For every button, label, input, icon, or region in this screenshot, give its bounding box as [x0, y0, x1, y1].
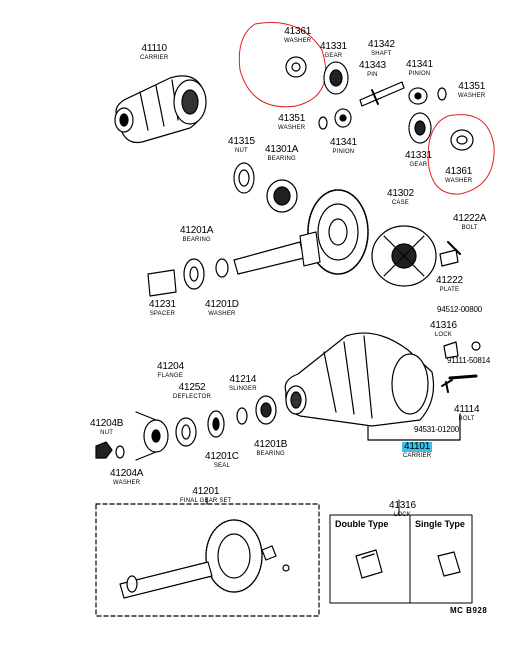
reference-code: MC B928 — [450, 606, 488, 615]
pinion-41341-left-drawing — [334, 108, 352, 128]
double-lock-drawing — [355, 549, 383, 579]
pinion-41341-right-drawing — [408, 87, 428, 105]
final-gear-set-drawing — [119, 519, 290, 599]
carrier-41110-drawing — [114, 75, 207, 144]
washer-41351-left-drawing — [318, 116, 328, 130]
bearing-41301A-drawing — [266, 179, 298, 213]
washer-41361-top-drawing — [285, 56, 307, 78]
part-label-94512-00800: 94512-00800 — [437, 305, 482, 314]
highlight-circle-right — [427, 114, 495, 195]
pin-41343-drawing — [371, 89, 379, 105]
slinger-41214-drawing — [236, 407, 248, 425]
spacer-41231-drawing — [147, 269, 177, 297]
nut-41315-drawing — [233, 162, 255, 194]
bearing-41201B-drawing — [255, 395, 277, 425]
inset-single-type-label: Single Type — [415, 519, 465, 529]
bolt-91111-50814-drawing — [441, 379, 453, 393]
seal-41201C-drawing — [207, 410, 225, 438]
nut-41204B-drawing — [95, 441, 113, 459]
flange-41204-drawing — [135, 411, 169, 461]
highlight-circle-top — [238, 21, 327, 108]
part-label-94531-01200: 94531-01200 — [414, 425, 459, 434]
bolt-94512-00800-drawing — [471, 341, 481, 351]
pinion-shaft-41342-drawing — [359, 81, 405, 107]
bearing-41201A-drawing — [183, 258, 205, 290]
single-lock-drawing — [437, 551, 461, 577]
washer-41361-right-drawing — [450, 129, 474, 151]
ring-gear-and-pinion-drawing — [233, 189, 369, 275]
lock-type-box — [329, 514, 473, 604]
diff-case-41302-drawing — [371, 225, 437, 287]
inset-double-type-label: Double Type — [335, 519, 389, 529]
lock-41316-drawing — [443, 341, 459, 359]
washer-41204A-drawing — [115, 445, 125, 459]
bolt-41222A-drawing — [447, 241, 461, 255]
part-label-91111-50814: 91111-50814 — [447, 356, 491, 365]
side-gear-41331-top-drawing — [323, 61, 349, 95]
carrier-41101-drawing — [284, 332, 461, 441]
plate-41222-drawing — [439, 249, 459, 267]
bolt-41114-drawing — [448, 374, 478, 380]
deflector-41252-drawing — [175, 417, 197, 447]
washer-41201D-drawing — [215, 258, 229, 278]
side-gear-41331-right-drawing — [408, 112, 432, 144]
washer-41351-right-drawing — [437, 87, 447, 101]
